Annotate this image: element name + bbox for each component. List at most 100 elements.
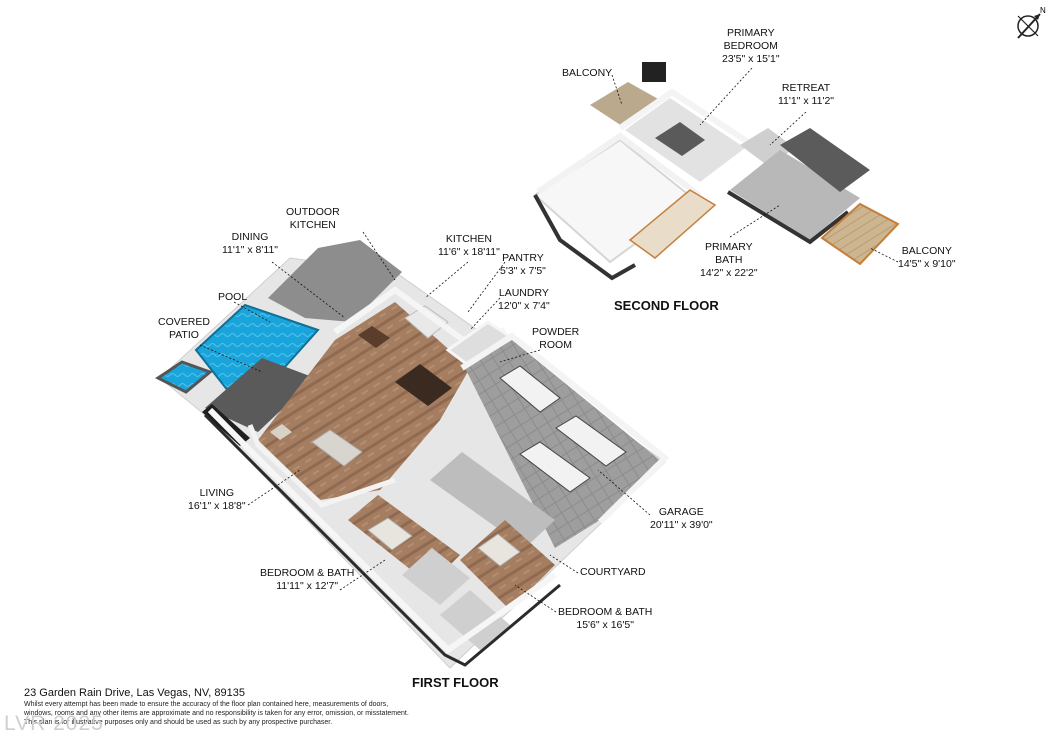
disclaimer-line: This plan is for illustrative purposes o… <box>24 719 333 726</box>
leader-courtyard <box>549 554 579 574</box>
leader-balcony-1 <box>611 74 623 106</box>
closet-floor <box>780 128 870 192</box>
room-name: PRIMARY <box>726 27 775 39</box>
room-name: POOL <box>218 291 248 303</box>
courtyard-floor <box>430 452 555 548</box>
room-dimensions: 5'3" x 7'5" <box>500 265 546 277</box>
pool-water <box>194 303 320 398</box>
room-name: KITCHEN <box>289 219 336 231</box>
leader-balcony-2 <box>869 247 899 263</box>
room-name: BATH <box>715 254 743 266</box>
label-pool: POOL <box>218 291 247 304</box>
primary-bath-floor <box>730 150 860 240</box>
room-name: BEDROOM & BATH <box>558 606 653 618</box>
room-dimensions: 23'5" x 15'1" <box>722 53 780 65</box>
disclaimer-line: windows, rooms and any other items are a… <box>24 710 409 717</box>
room-name: GARAGE <box>658 506 704 518</box>
leader-primary-bath <box>729 204 781 238</box>
open-to-below-walls <box>533 194 636 281</box>
first-floor-walls-left <box>247 424 396 508</box>
room-dimensions: 11'1" x 11'2" <box>778 95 835 107</box>
leader-retreat <box>769 111 807 146</box>
bath-1-floor <box>402 548 470 605</box>
label-courtyard: COURTYARD <box>580 566 646 579</box>
garage-walls <box>460 332 670 525</box>
room-dimensions: 12'0" x 7'4" <box>498 300 550 312</box>
room-name: BALCONY <box>562 67 613 79</box>
primary-bedroom-walls <box>618 88 750 145</box>
second-floor-title: SECOND FLOOR <box>614 298 719 313</box>
leader-dining <box>271 261 346 319</box>
room-dimensions: 15'6" x 16'5" <box>576 619 634 631</box>
open-to-below-walls-white <box>536 132 702 199</box>
label-kitchen: KITCHEN 11'6" x 18'11" <box>438 233 500 259</box>
armchair <box>270 424 292 440</box>
room-name: PANTRY <box>502 252 544 264</box>
label-primary-bedroom: PRIMARY BEDROOM 23'5" x 15'1" <box>722 27 780 66</box>
label-powder-room: POWDER ROOM <box>532 326 579 352</box>
room-name: OUTDOOR <box>286 206 340 218</box>
label-balcony-1: BALCONY <box>562 67 612 80</box>
label-living: LIVING 16'1" x 18'8" <box>188 487 246 513</box>
label-bedroom-bath-1: BEDROOM & BATH 11'11" x 12'7" <box>260 567 354 593</box>
garage-cars <box>499 365 627 493</box>
chimney <box>642 62 666 82</box>
leader-covered-patio <box>199 344 263 373</box>
bedroom-bath-2-floor <box>460 520 555 610</box>
room-dimensions: 11'11" x 12'7" <box>276 580 339 592</box>
room-name: PRIMARY <box>704 241 753 253</box>
label-covered-patio: COVERED PATIO <box>158 316 210 342</box>
property-address: 23 Garden Rain Drive, Las Vegas, NV, 891… <box>24 687 245 699</box>
label-laundry: LAUNDRY 12'0" x 7'4" <box>498 287 550 313</box>
room-name: RETREAT <box>781 82 831 94</box>
room-name: POWDER <box>532 326 580 338</box>
car <box>555 415 627 467</box>
room-name: BALCONY <box>901 245 952 257</box>
stair-core <box>395 364 452 406</box>
spa-water <box>155 360 213 394</box>
disclaimer-line: Whilst every attempt has been made to en… <box>24 701 389 708</box>
label-primary-bath: PRIMARY BATH 14'2" x 22'2" <box>700 241 758 280</box>
leader-outdoor-kitchen <box>362 231 396 281</box>
room-name: PATIO <box>168 329 199 341</box>
car <box>519 441 591 493</box>
room-name: BEDROOM & BATH <box>260 567 355 579</box>
label-balcony-2: BALCONY 14'5" x 9'10" <box>898 245 956 271</box>
room-dimensions: 11'1" x 8'11" <box>222 244 279 256</box>
bath-2-floor <box>440 590 510 650</box>
room-name: ROOM <box>539 339 572 351</box>
leader-bedroom-bath-1 <box>339 559 386 591</box>
second-floor-plan <box>533 62 900 281</box>
outdoor-kitchen-floor <box>268 240 402 322</box>
label-pantry: PANTRY 5'3" x 7'5" <box>500 252 546 278</box>
bedroom-2-bed <box>477 533 521 567</box>
first-floor-plan <box>155 240 670 669</box>
label-garage: GARAGE 20'11" x 39'0" <box>650 506 713 532</box>
room-name: LIVING <box>199 487 235 499</box>
dining-table <box>358 326 390 348</box>
leader-garage <box>597 469 651 516</box>
room-name: COURTYARD <box>580 566 646 578</box>
balcony-1-floor <box>590 82 660 126</box>
room-name: LAUNDRY <box>498 287 549 299</box>
compass-icon: N <box>1010 4 1050 44</box>
room-name: DINING <box>231 231 269 243</box>
room-dimensions: 20'11" x 39'0" <box>650 519 713 531</box>
covered-patio-floor <box>205 358 315 432</box>
first-floor-walls-bottom <box>203 413 561 667</box>
leader-powder-room <box>499 349 541 363</box>
leader-laundry <box>469 297 501 331</box>
primary-bed <box>655 122 705 156</box>
room-name: BEDROOM <box>723 40 778 52</box>
garage-floor <box>465 340 662 548</box>
leader-pool <box>233 301 271 323</box>
label-retreat: RETREAT 11'1" x 11'2" <box>778 82 834 108</box>
compass-north-label: N <box>1040 6 1046 15</box>
balcony-2-floor <box>820 202 900 266</box>
watermark: LVR 2025 <box>4 712 104 735</box>
leader-lines <box>199 67 899 613</box>
room-dimensions: 16'1" x 18'8" <box>188 500 246 512</box>
room-name: KITCHEN <box>445 233 492 245</box>
